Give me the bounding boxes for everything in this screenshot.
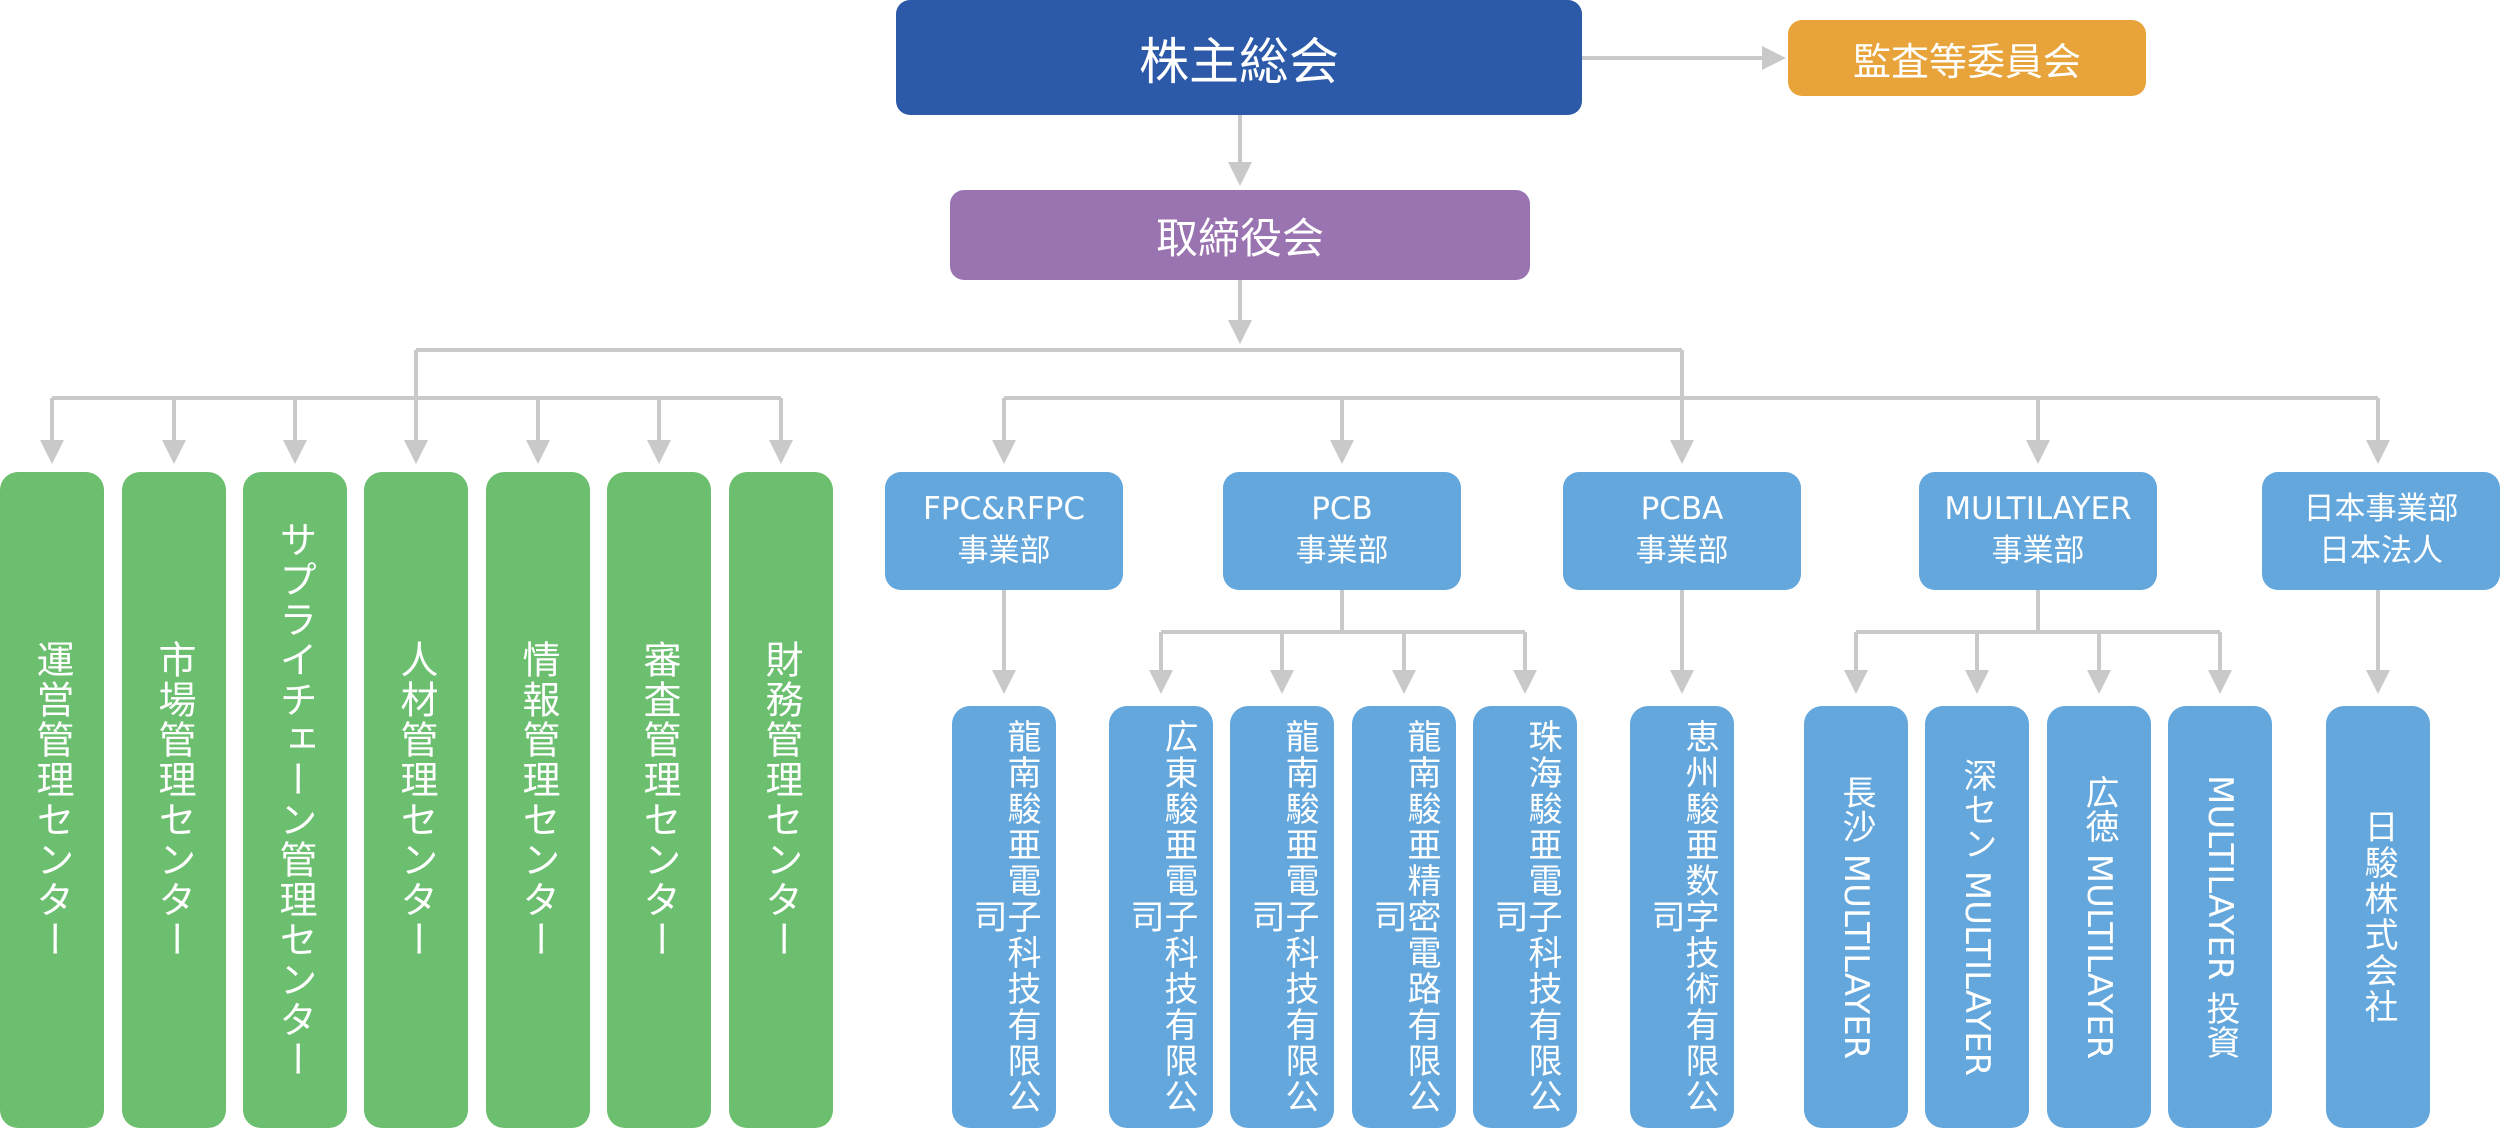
center-box: 財務管理センター xyxy=(729,472,833,1128)
shareholders-meeting-label: 株主総会 xyxy=(1139,32,1339,91)
center-label: 財務管理センター xyxy=(759,640,803,960)
division-label: PCBA 事業部 xyxy=(1635,491,1729,569)
subsidiary-box: 広東駿亜電子科技有限公司 xyxy=(1109,706,1213,1128)
subsidiary-box: 恵州駿亜数字技術有限公司 xyxy=(1630,706,1734,1128)
subsidiary-box: 深セン MULTILAYER xyxy=(1925,706,2029,1128)
subsidiary-label: 長沙 MULTILAYER xyxy=(1836,774,1876,1060)
subsidiary-box: 珠海駿亜電子科技有限公司 xyxy=(1473,706,1577,1128)
center-label: 市場管理センター xyxy=(152,640,196,960)
division-box: FPC&RFPC 事業部 xyxy=(885,472,1123,590)
division-box: 日本事業部 日本法人 xyxy=(2262,472,2500,590)
center-label: 運営管理センター xyxy=(30,640,74,960)
division-box: PCB 事業部 xyxy=(1223,472,1461,590)
subsidiary-label: 龍南駿亜精密電路有限公司 xyxy=(1367,719,1441,1115)
subsidiary-box: 長沙 MULTILAYER xyxy=(1804,706,1908,1128)
subsidiary-box: MULTILAYER 投資 xyxy=(2168,706,2272,1128)
center-box: 市場管理センター xyxy=(122,472,226,1128)
division-box: MULTILAYER 事業部 xyxy=(1919,472,2157,590)
division-label: MULTILAYER 事業部 xyxy=(1944,491,2132,569)
subsidiary-box: 龍南駿亜電子科技有限公司 xyxy=(952,706,1056,1128)
subsidiary-box: 広徳 MULTILAYER xyxy=(2047,706,2151,1128)
center-box: 運営管理センター xyxy=(0,472,104,1128)
center-box: 審査管理センター xyxy=(607,472,711,1128)
audit-committee-label: 監査等委員会 xyxy=(1852,39,2081,84)
subsidiary-box: 龍南駿亜電子科技有限公司 xyxy=(1230,706,1334,1128)
center-label: 審査管理センター xyxy=(637,640,681,960)
division-label: FPC&RFPC 事業部 xyxy=(922,491,1086,569)
subsidiary-label: 龍南駿亜電子科技有限公司 xyxy=(967,719,1041,1115)
center-label: 情報管理センター xyxy=(516,640,560,960)
center-box: 人材管理センター xyxy=(364,472,468,1128)
subsidiary-label: 珠海駿亜電子科技有限公司 xyxy=(1488,719,1562,1115)
audit-committee-box: 監査等委員会 xyxy=(1788,20,2146,96)
center-label: サプライチェーン管理センター xyxy=(273,520,317,1080)
subsidiary-label: MULTILAYER 投資 xyxy=(2200,774,2240,1060)
subsidiary-label: 龍南駿亜電子科技有限公司 xyxy=(1245,719,1319,1115)
board-of-directors-label: 取締役会 xyxy=(1155,213,1324,263)
subsidiary-label: 広徳 MULTILAYER xyxy=(2079,774,2119,1060)
center-box: 情報管理センター xyxy=(486,472,590,1128)
subsidiary-box: 龍南駿亜精密電路有限公司 xyxy=(1352,706,1456,1128)
subsidiary-box: 日駿株式会社 xyxy=(2326,706,2430,1128)
subsidiary-label: 広東駿亜電子科技有限公司 xyxy=(1124,719,1198,1115)
division-label: PCB 事業部 xyxy=(1295,491,1389,569)
board-of-directors-box: 取締役会 xyxy=(950,190,1530,280)
center-box: サプライチェーン管理センター xyxy=(243,472,347,1128)
center-label: 人材管理センター xyxy=(394,640,438,960)
subsidiary-label: 恵州駿亜数字技術有限公司 xyxy=(1645,719,1719,1115)
subsidiary-label: 日駿株式会社 xyxy=(2358,809,2398,1025)
shareholders-meeting-box: 株主総会 xyxy=(896,0,1582,115)
subsidiary-label: 深セン MULTILAYER xyxy=(1957,757,1997,1077)
division-label: 日本事業部 日本法人 xyxy=(2303,491,2459,569)
division-box: PCBA 事業部 xyxy=(1563,472,1801,590)
